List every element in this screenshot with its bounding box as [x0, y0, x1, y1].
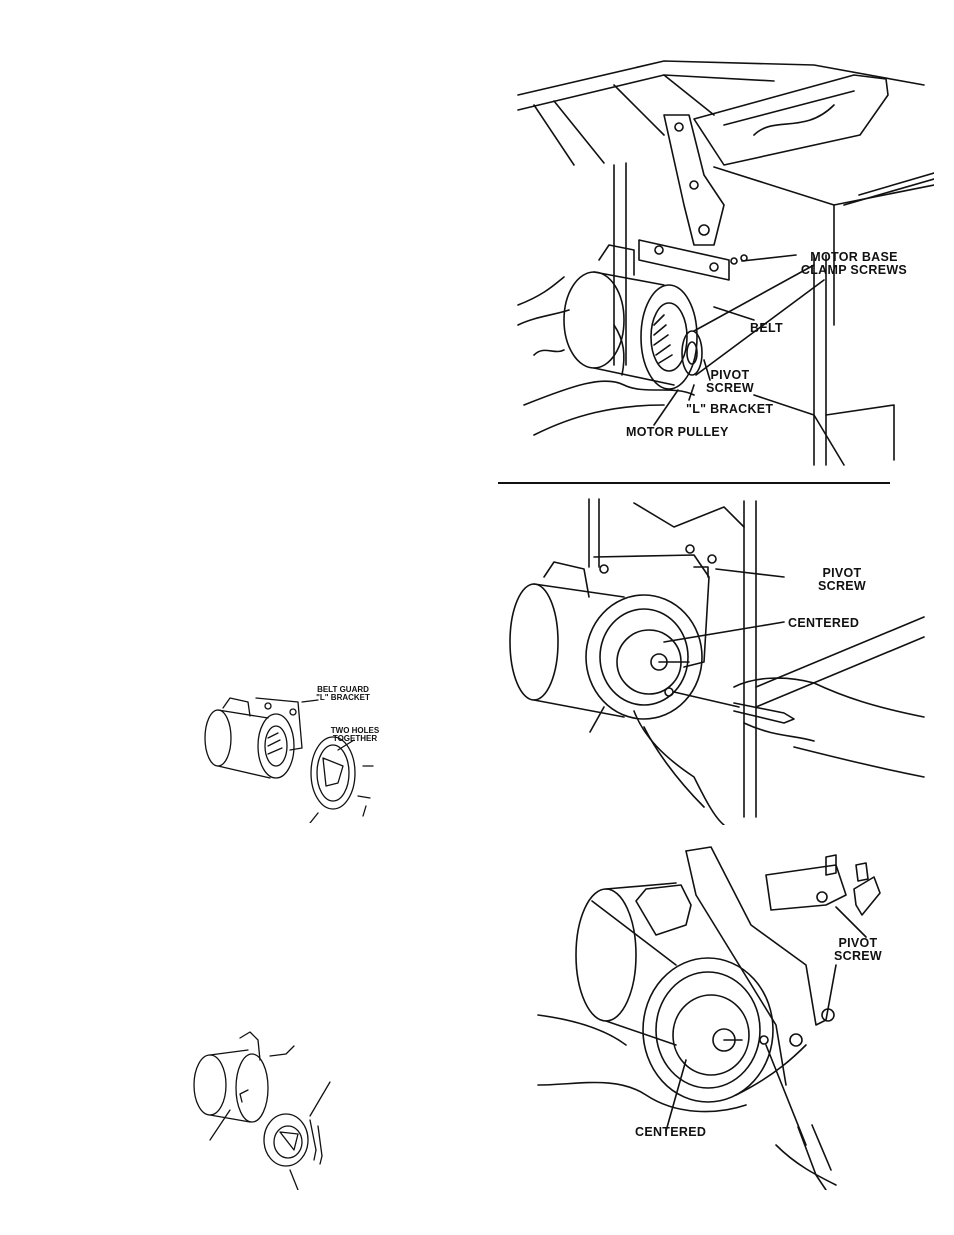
label-centered-4: CENTERED — [635, 1126, 706, 1139]
label-two-holes-together: TWO HOLES TOGETHER — [326, 727, 384, 744]
label-centered-2: CENTERED — [788, 617, 859, 630]
figure-belt-guard-bracket — [198, 688, 388, 823]
label-motor-base-clamp-screws: MOTOR BASE CLAMP SCREWS — [798, 251, 910, 277]
label-pivot-screw: PIVOT SCREW — [700, 369, 760, 395]
label-belt-guard-l-bracket: BELT GUARD "L" BRACKET — [312, 686, 374, 703]
figure-motor-cover-small — [190, 1030, 340, 1190]
divider-line — [498, 482, 890, 484]
label-l-bracket: "L" BRACKET — [686, 403, 773, 416]
motor-cover-illustration — [190, 1030, 340, 1190]
belt-guard-illustration — [198, 688, 388, 823]
figure-centering-cover — [494, 497, 934, 825]
label-pivot-screw-4: PIVOT SCREW — [828, 937, 888, 963]
label-motor-pulley: MOTOR PULLEY — [626, 426, 729, 439]
label-pivot-screw-2: PIVOT SCREW — [812, 567, 872, 593]
label-belt: BELT — [750, 322, 783, 335]
centered-pivot-illustration — [536, 845, 896, 1190]
figure-centered-pivot — [536, 845, 896, 1190]
centering-illustration — [494, 497, 934, 825]
